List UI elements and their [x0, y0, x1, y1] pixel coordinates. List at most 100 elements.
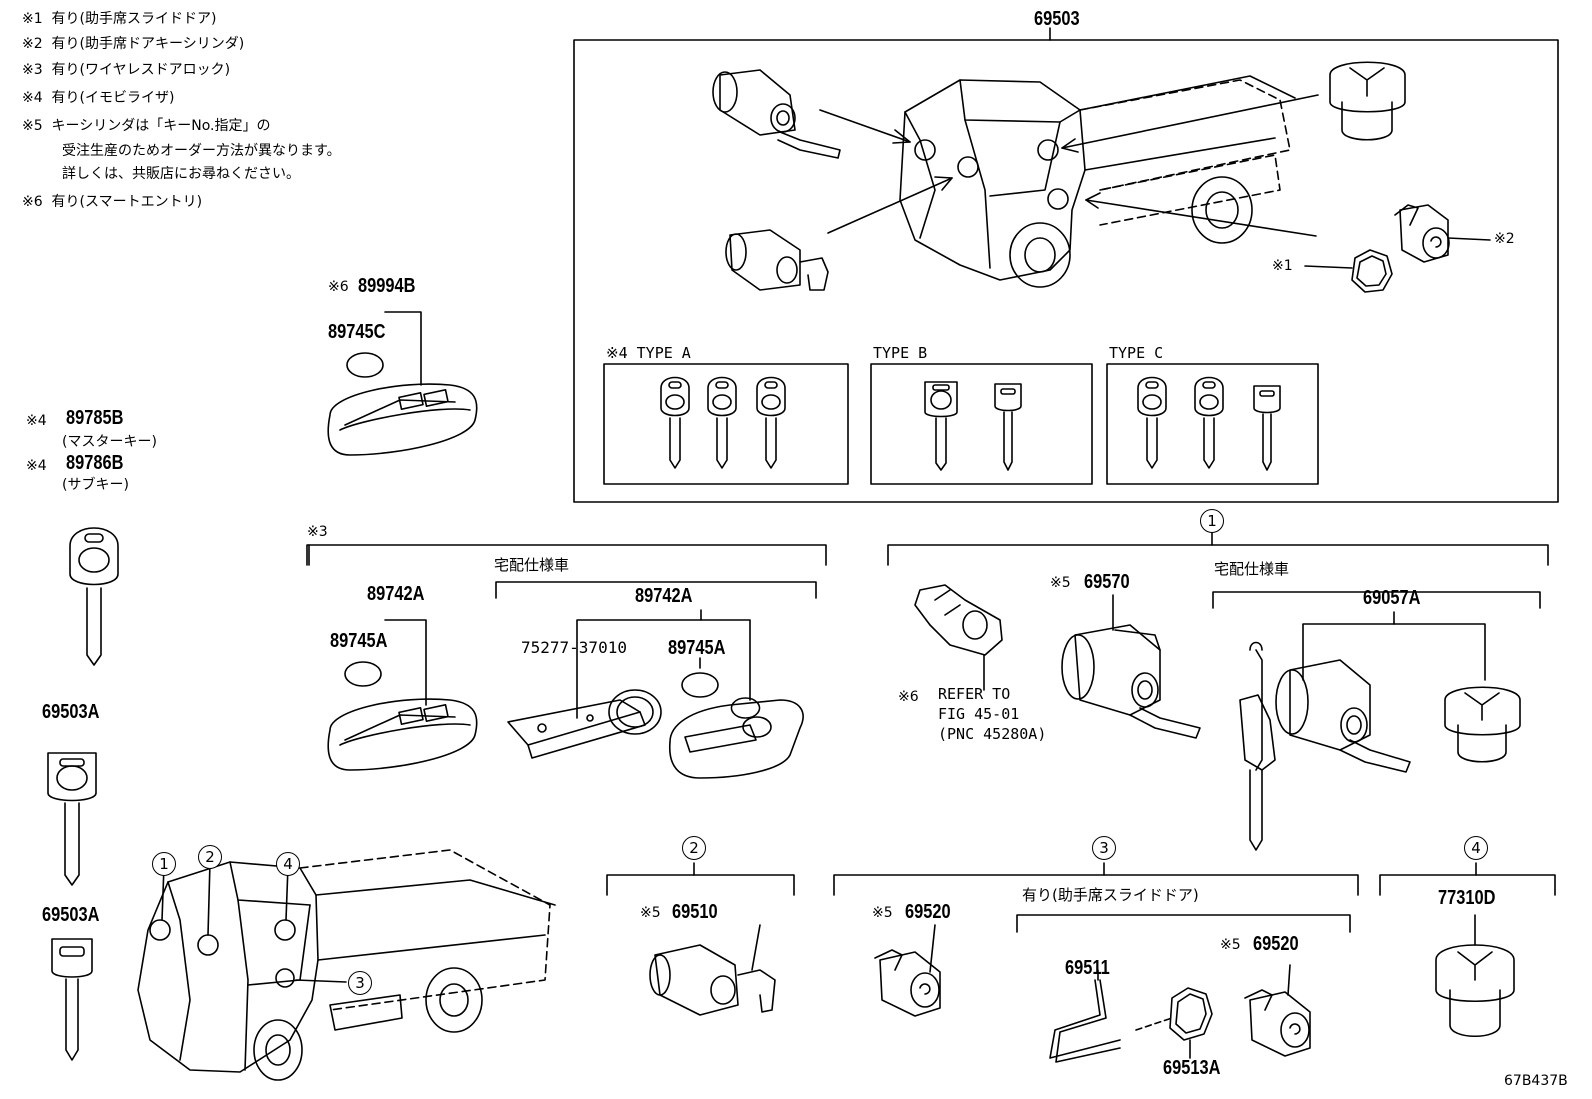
note-1: ※1 有り(助手席スライドドア) [22, 11, 217, 27]
door-cylinder-69520-2 [1244, 964, 1311, 1057]
note-5-line-2: 受注生産のためオーダー方法が異なります。 [62, 143, 341, 159]
fuel-cap-69057A [1444, 686, 1521, 763]
part-number-69503A-1[interactable]: 69503A [42, 701, 100, 723]
mark-5d: ※5 [1220, 937, 1241, 953]
battery-89745C [346, 352, 384, 378]
retainer-ring-top [1304, 249, 1393, 293]
note-3: ※3 有り(ワイヤレスドアロック) [22, 62, 231, 78]
mark-5c: ※5 [872, 905, 893, 921]
mark-5a: ※5 [1050, 575, 1071, 591]
sub-key-label: (サブキー) [62, 477, 129, 493]
part-number-69503A-2[interactable]: 69503A [42, 904, 100, 926]
note-2: ※2 有り(助手席ドアキーシリンダ) [22, 36, 245, 52]
ring-69513A [1169, 987, 1213, 1059]
note-4: ※4 有り(イモビライザ) [22, 90, 175, 106]
bracket-circle-2 [606, 874, 795, 896]
truck-illustration-bottom [137, 849, 556, 1081]
part-number-89785B[interactable]: 89785B [66, 407, 124, 429]
part-number-69510[interactable]: 69510 [672, 901, 718, 923]
part-number-89745A-1[interactable]: 89745A [330, 630, 388, 652]
bracket-wireless [306, 544, 827, 566]
bracket-69057A [1302, 623, 1486, 681]
part-number-89742A-2[interactable]: 89742A [635, 585, 693, 607]
ignition-switch-ref [914, 584, 1003, 691]
refer-line-2[interactable]: FIG 45-01 [938, 705, 1020, 723]
figure-code: 67B437B [1504, 1073, 1568, 1089]
mark-5b: ※5 [640, 905, 661, 921]
truck-callout-4: 4 [276, 852, 300, 876]
callout-circle-3: 3 [1092, 836, 1116, 860]
battery-89745A-1 [344, 661, 382, 687]
door-cylinder-69520-1 [874, 924, 941, 1017]
ignition-cylinder-top [725, 229, 829, 291]
part-number-69520-2[interactable]: 69520 [1253, 933, 1299, 955]
note-5-line-3: 詳しくは、共販店にお尋ねください。 [62, 166, 300, 182]
type-a-label: ※4 TYPE A [606, 344, 691, 362]
refer-line-1[interactable]: REFER TO [938, 685, 1011, 703]
part-number-69057A[interactable]: 69057A [1363, 587, 1421, 609]
battery-89745A-2 [681, 672, 719, 698]
smart-key-89994B [327, 383, 478, 456]
door-lock-cylinder-top [712, 69, 841, 159]
smart-key-89742A [327, 698, 478, 771]
note-5: ※5 キーシリンダは「キーNo.指定」の [22, 118, 271, 134]
part-number-69511[interactable]: 69511 [1065, 957, 1110, 979]
ignition-cylinder-69510 [649, 924, 776, 1016]
card-key-89742A [669, 697, 804, 779]
mark-6: ※6 [328, 279, 349, 295]
part-number-77310D[interactable]: 77310D [1438, 887, 1496, 909]
type-c-box [1106, 363, 1319, 485]
truck-callout-2: 2 [198, 845, 222, 869]
fuel-cap-77310D [1435, 914, 1515, 1037]
cylinder-set-69057A [1239, 641, 1411, 851]
bracket-delivery-2 [1212, 591, 1541, 609]
truck-callout-3: 3 [348, 971, 372, 995]
bracket-89742A-1 [384, 619, 427, 706]
type-a-keys [660, 376, 786, 469]
mark-6b: ※6 [898, 689, 919, 705]
bracket-circle-4 [1379, 874, 1556, 896]
bracket-circle-1 [887, 544, 1549, 566]
part-number-89994B[interactable]: 89994B [358, 275, 416, 297]
part-number-75277-37010[interactable]: 75277-37010 [521, 638, 627, 657]
part-number-89745C[interactable]: 89745C [328, 321, 386, 343]
assembly-frame [573, 39, 1559, 503]
delivery-spec-label-1: 宅配仕様車 [494, 556, 570, 574]
part-number-69513A[interactable]: 69513A [1163, 1057, 1221, 1079]
mark-1-right: ※1 [1272, 258, 1293, 274]
part-number-69503[interactable]: 69503 [1034, 8, 1080, 30]
type-a-box [603, 363, 849, 485]
type-b-label: TYPE B [873, 344, 928, 362]
door-key-cylinder-right [1394, 204, 1491, 263]
note-6: ※6 有り(スマートエントリ) [22, 194, 203, 210]
bracket-slide-door [1016, 914, 1351, 933]
mark-4a: ※4 [26, 413, 47, 429]
bracket-89994B [384, 311, 422, 386]
fuel-cap-top [1329, 61, 1406, 141]
mark-4b: ※4 [26, 458, 47, 474]
key-tag-75277-37010 [507, 689, 662, 759]
clip-69511 [1049, 969, 1121, 1063]
slide-door-label: 有り(助手席スライドドア) [1022, 886, 1199, 904]
bracket-delivery-1 [495, 581, 817, 599]
door-lock-cylinder-69570 [1061, 624, 1201, 739]
master-key [69, 527, 119, 666]
callout-circle-4: 4 [1464, 836, 1488, 860]
part-number-69570[interactable]: 69570 [1084, 571, 1130, 593]
part-number-89786B[interactable]: 89786B [66, 452, 124, 474]
part-number-69520-1[interactable]: 69520 [905, 901, 951, 923]
part-number-89742A-1[interactable]: 89742A [367, 583, 425, 605]
part-number-89745A-2[interactable]: 89745A [668, 637, 726, 659]
type-c-keys [1137, 376, 1281, 471]
type-c-label: TYPE C [1109, 344, 1164, 362]
bracket-89742A-2 [576, 619, 751, 719]
key-69503A-2 [51, 938, 93, 1061]
mark-3: ※3 [307, 524, 328, 540]
refer-line-3[interactable]: (PNC 45280A) [938, 725, 1047, 743]
callout-circle-1: 1 [1200, 509, 1224, 533]
type-b-box [870, 363, 1093, 485]
truck-callout-1: 1 [152, 852, 176, 876]
truck-illustration-top [819, 75, 1319, 288]
